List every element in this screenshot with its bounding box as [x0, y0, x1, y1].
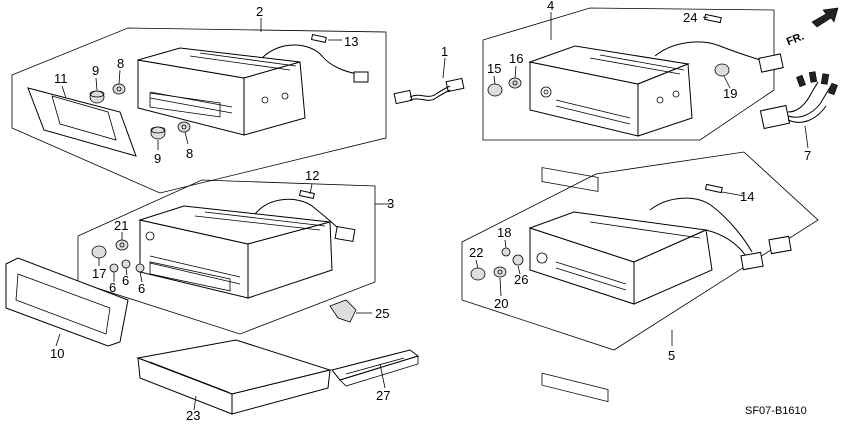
nut-8-lower	[177, 121, 191, 133]
group-3-radio-assembly	[77, 179, 391, 335]
callout-9-upper: 9	[92, 63, 99, 78]
callout-12: 12	[305, 168, 319, 183]
nut-21	[115, 239, 129, 251]
callout-1: 1	[441, 44, 448, 59]
callout-22: 22	[469, 245, 483, 260]
callout-15: 15	[487, 61, 501, 76]
callout-6-c: 6	[138, 281, 145, 296]
pocket-23	[136, 339, 332, 415]
bushing-26	[512, 254, 524, 266]
callout-4: 4	[547, 0, 554, 13]
callout-19: 19	[723, 86, 737, 101]
callout-6-b: 6	[122, 273, 129, 288]
radio-unit-3	[138, 189, 356, 299]
callout-8-lower: 8	[186, 146, 193, 161]
front-direction-arrow	[811, 7, 839, 28]
harness-7	[759, 71, 838, 149]
callout-11: 11	[54, 71, 68, 86]
knob-9-upper	[89, 90, 105, 104]
group-2-radio-assembly	[11, 18, 387, 194]
callout-20: 20	[494, 296, 508, 311]
radio-unit-4	[528, 13, 784, 192]
direction-label: FR.	[785, 30, 806, 48]
knob-15	[487, 83, 503, 97]
callout-18: 18	[497, 225, 511, 240]
callout-2: 2	[256, 4, 263, 19]
knob-17	[91, 245, 107, 259]
callout-10: 10	[50, 346, 64, 361]
trim-panel-10	[5, 257, 129, 347]
bushing-18	[501, 247, 511, 257]
group-4-radio-assembly	[482, 7, 784, 192]
bracket-25	[329, 299, 372, 323]
callout-26: 26	[514, 272, 528, 287]
nut-20	[493, 266, 507, 278]
callout-3: 3	[387, 196, 394, 211]
group-5-radio-assembly	[461, 151, 819, 403]
knob-9-lower	[150, 126, 166, 140]
radio-unit-5	[528, 183, 792, 403]
callout-16: 16	[509, 51, 523, 66]
reference-code: SF07-B1610	[745, 405, 807, 417]
nut-8-upper	[112, 83, 126, 95]
bushings-6	[109, 259, 145, 273]
callout-24: 24	[683, 10, 697, 25]
callout-7: 7	[804, 148, 811, 163]
callout-17: 17	[92, 266, 106, 281]
callout-21: 21	[114, 218, 128, 233]
callout-23: 23	[186, 408, 200, 423]
callout-6-a: 6	[109, 280, 116, 295]
callout-14: 14	[740, 189, 754, 204]
rail-27	[331, 349, 420, 389]
face-plate-11	[27, 87, 137, 157]
nut-16	[508, 77, 522, 89]
callout-13: 13	[344, 34, 358, 49]
callout-9-lower: 9	[154, 151, 161, 166]
cap-19	[714, 63, 730, 77]
radio-unit-2	[137, 33, 369, 136]
callout-25: 25	[375, 306, 389, 321]
harness-1	[393, 57, 465, 105]
callout-8-upper: 8	[117, 56, 124, 71]
knob-22	[470, 267, 486, 281]
callout-27: 27	[376, 388, 390, 403]
callout-5: 5	[668, 348, 675, 363]
